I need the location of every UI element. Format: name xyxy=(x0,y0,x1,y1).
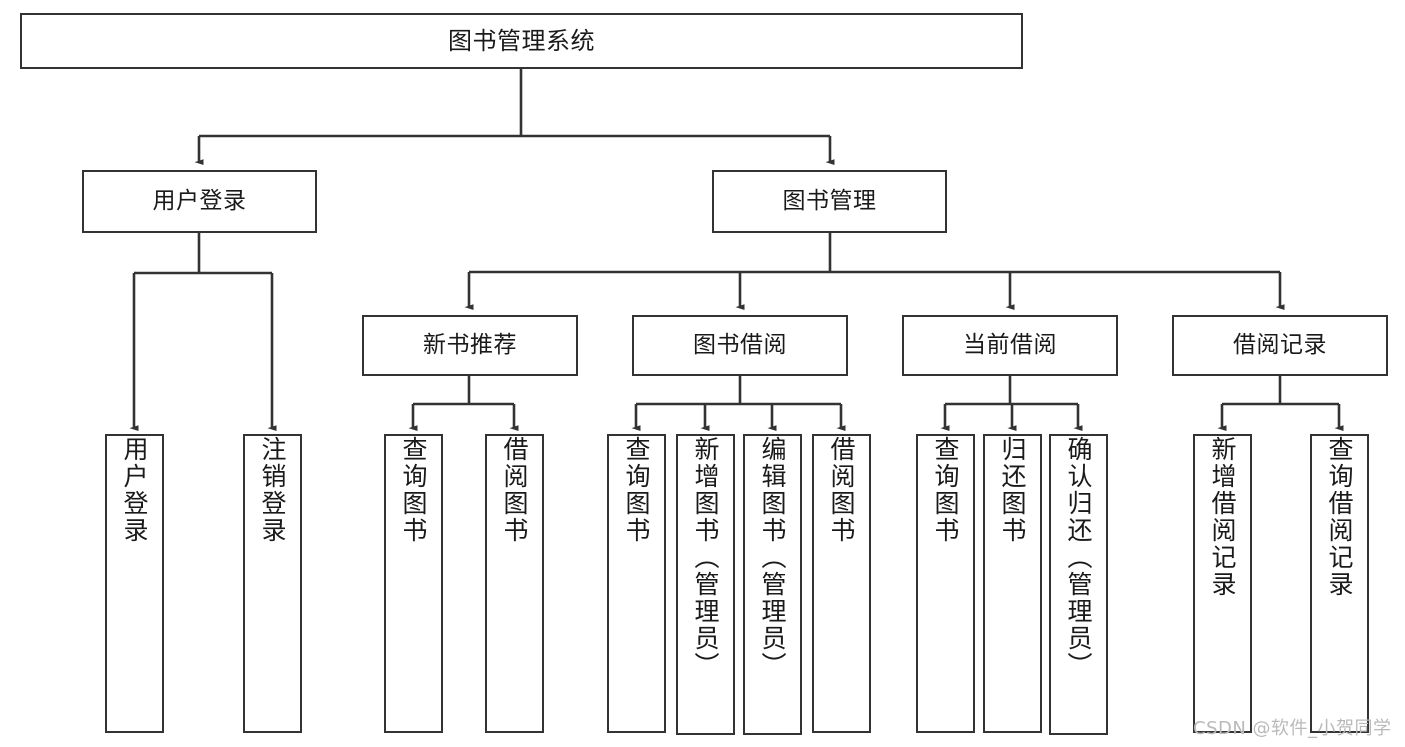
node-book-borrow[interactable]: 图书借阅 xyxy=(632,315,848,376)
node-leaf-borrow-book-2[interactable]: 借阅图书 xyxy=(812,434,871,733)
node-leaf-query-record-label: 查询借阅记录 xyxy=(1325,436,1354,598)
node-leaf-return-book-label: 归还图书 xyxy=(998,436,1027,544)
node-book-manage[interactable]: 图书管理 xyxy=(712,170,947,233)
node-leaf-query-book-3-label: 查询图书 xyxy=(931,436,960,544)
node-leaf-edit-book-label: 编辑图书（管理员） xyxy=(758,436,787,679)
node-leaf-logout-login-label: 注销登录 xyxy=(258,436,287,544)
node-current-borrow[interactable]: 当前借阅 xyxy=(902,315,1118,376)
node-leaf-return-book[interactable]: 归还图书 xyxy=(983,434,1042,733)
node-leaf-query-book-2-label: 查询图书 xyxy=(622,436,651,544)
node-leaf-query-book-1-label: 查询图书 xyxy=(399,436,428,544)
node-leaf-confirm-return-label: 确认归还（管理员） xyxy=(1064,436,1093,679)
node-borrow-record-label: 借阅记录 xyxy=(1233,331,1327,358)
node-leaf-borrow-book-1[interactable]: 借阅图书 xyxy=(485,434,544,733)
node-user-login-label: 用户登录 xyxy=(152,187,247,214)
node-new-book-recommend[interactable]: 新书推荐 xyxy=(362,315,578,376)
node-leaf-query-record[interactable]: 查询借阅记录 xyxy=(1310,434,1369,733)
node-leaf-query-book-2[interactable]: 查询图书 xyxy=(607,434,666,733)
node-leaf-query-book-3[interactable]: 查询图书 xyxy=(916,434,975,733)
node-leaf-add-book-label: 新增图书（管理员） xyxy=(691,436,720,679)
node-book-borrow-label: 图书借阅 xyxy=(693,331,787,358)
node-leaf-confirm-return[interactable]: 确认归还（管理员） xyxy=(1049,434,1108,735)
node-leaf-add-book[interactable]: 新增图书（管理员） xyxy=(676,434,735,735)
node-leaf-borrow-book-2-label: 借阅图书 xyxy=(827,436,856,544)
node-leaf-edit-book[interactable]: 编辑图书（管理员） xyxy=(743,434,802,735)
node-current-borrow-label: 当前借阅 xyxy=(963,331,1057,358)
node-leaf-user-login-label: 用户登录 xyxy=(120,436,149,544)
node-user-login[interactable]: 用户登录 xyxy=(82,170,317,233)
node-leaf-logout-login[interactable]: 注销登录 xyxy=(243,434,302,733)
node-new-book-recommend-label: 新书推荐 xyxy=(423,331,517,358)
node-leaf-borrow-book-1-label: 借阅图书 xyxy=(500,436,529,544)
node-leaf-user-login[interactable]: 用户登录 xyxy=(105,434,164,733)
node-book-manage-label: 图书管理 xyxy=(782,187,877,214)
node-leaf-add-record-label: 新增借阅记录 xyxy=(1208,436,1237,598)
node-root-system-label: 图书管理系统 xyxy=(448,26,595,55)
node-leaf-query-book-1[interactable]: 查询图书 xyxy=(384,434,443,733)
node-root-system[interactable]: 图书管理系统 xyxy=(20,13,1023,69)
node-leaf-add-record[interactable]: 新增借阅记录 xyxy=(1193,434,1252,733)
node-borrow-record[interactable]: 借阅记录 xyxy=(1172,315,1388,376)
csdn-watermark: CSDN @软件_小贺同学 xyxy=(1193,718,1392,739)
